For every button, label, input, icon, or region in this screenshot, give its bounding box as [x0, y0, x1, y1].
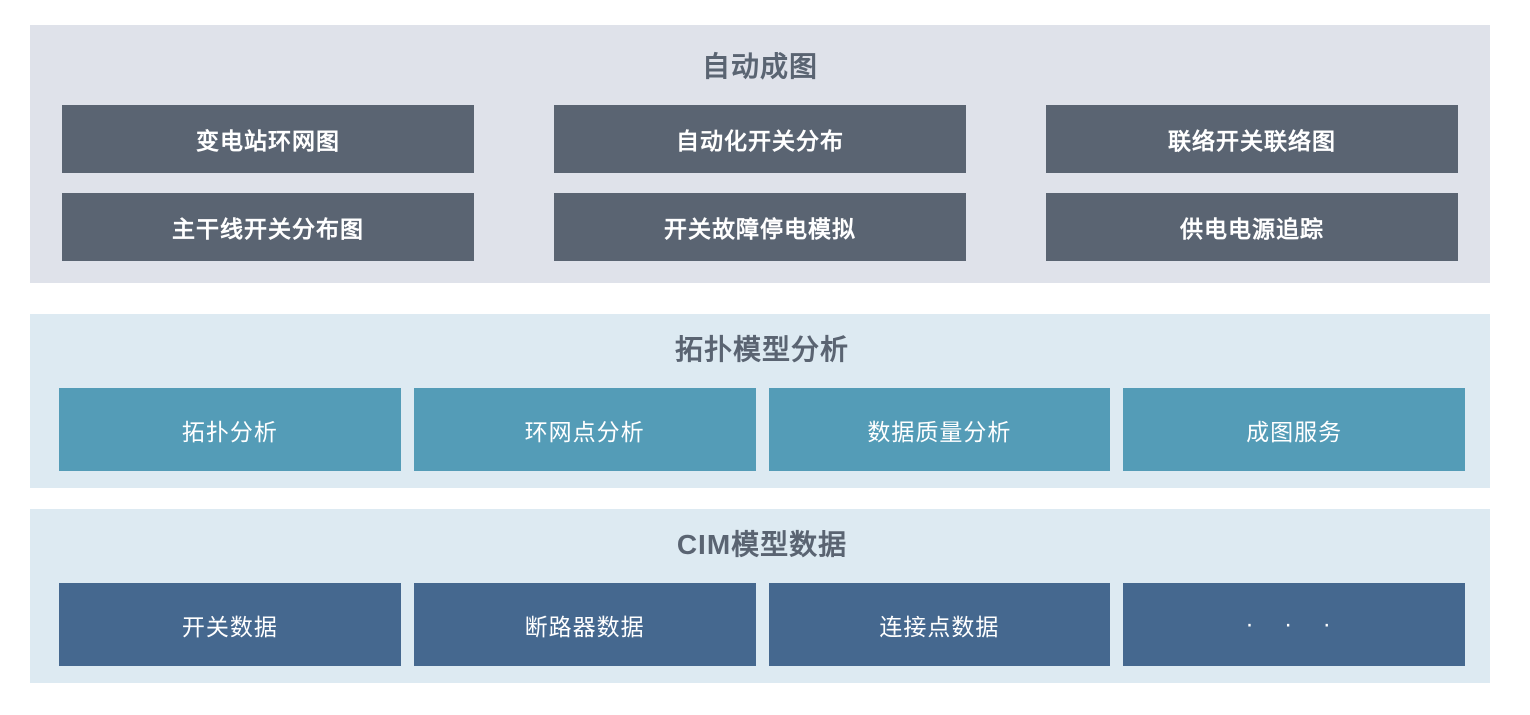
- auto-diagram-block-grid: 变电站环网图 自动化开关分布 联络开关联络图 主干线开关分布图 开关故障停电模拟…: [62, 105, 1458, 261]
- block-trunk-switch-distribution-diagram: 主干线开关分布图: [62, 193, 474, 261]
- cim-block-grid: 开关数据 断路器数据 连接点数据 · · ·: [59, 583, 1465, 666]
- section-topology-model-analysis: 拓扑模型分析 拓扑分析 环网点分析 数据质量分析 成图服务: [30, 314, 1490, 488]
- block-substation-ring-diagram: 变电站环网图: [62, 105, 474, 173]
- section-topology-title: 拓扑模型分析: [674, 334, 849, 365]
- block-automated-switch-distribution: 自动化开关分布: [554, 105, 966, 173]
- section-cim-title: CIM模型数据: [676, 529, 848, 560]
- block-switch-data: 开关数据: [59, 583, 401, 666]
- topology-block-grid: 拓扑分析 环网点分析 数据质量分析 成图服务: [59, 388, 1465, 471]
- section-cim-model-data: CIM模型数据 开关数据 断路器数据 连接点数据 · · ·: [30, 509, 1490, 683]
- block-topology-analysis: 拓扑分析: [59, 388, 401, 471]
- block-switch-fault-outage-simulation: 开关故障停电模拟: [554, 193, 966, 261]
- block-connection-point-data: 连接点数据: [768, 583, 1111, 666]
- block-ring-point-analysis: 环网点分析: [413, 388, 756, 471]
- block-more-ellipsis: · · ·: [1123, 583, 1465, 666]
- block-tie-switch-contact-diagram: 联络开关联络图: [1046, 105, 1458, 173]
- block-data-quality-analysis: 数据质量分析: [768, 388, 1111, 471]
- block-diagram-service: 成图服务: [1123, 388, 1465, 471]
- section-auto-diagram: 自动成图 变电站环网图 自动化开关分布 联络开关联络图 主干线开关分布图 开关故…: [30, 25, 1490, 283]
- block-breaker-data: 断路器数据: [413, 583, 756, 666]
- block-power-source-tracing: 供电电源追踪: [1046, 193, 1458, 261]
- section-auto-diagram-title: 自动成图: [701, 51, 818, 82]
